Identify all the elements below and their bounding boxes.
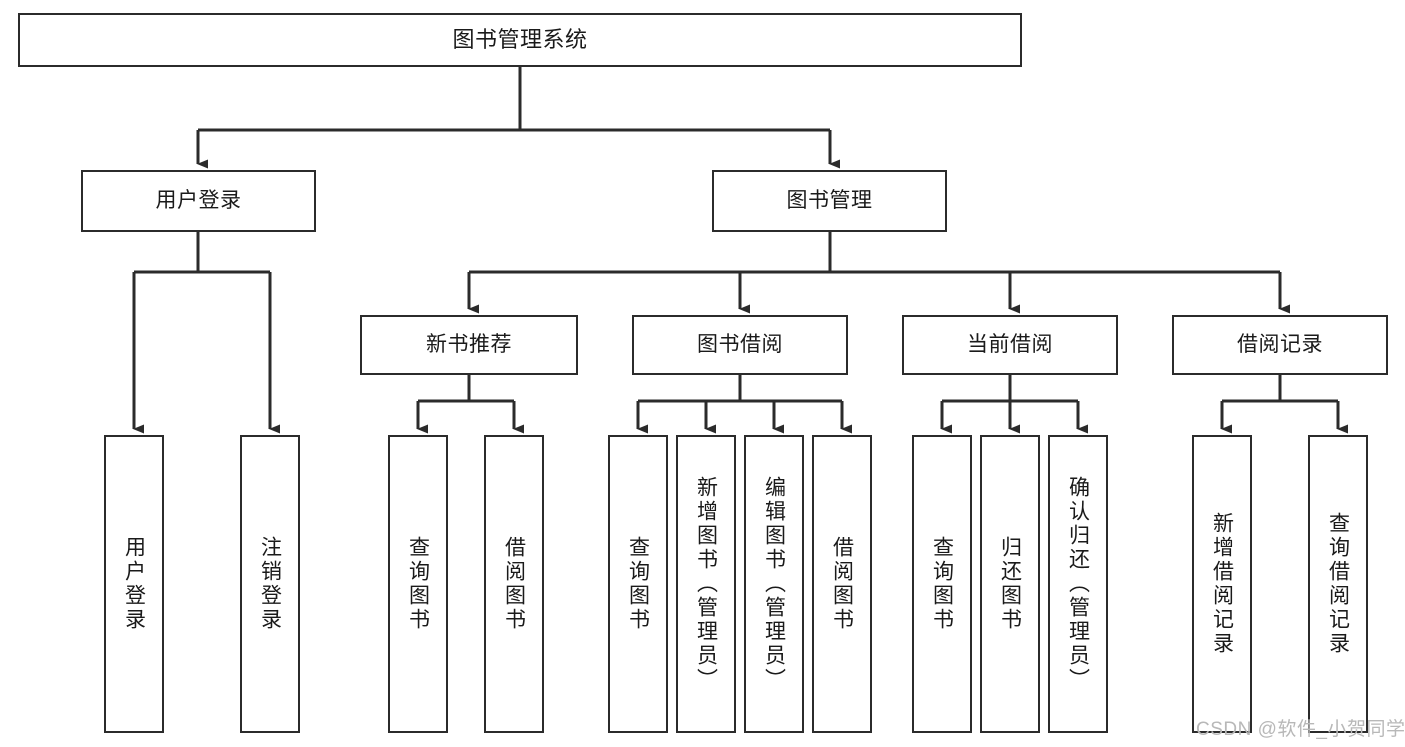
leaf-add-borrow-record[interactable]: 新增借阅记录	[1192, 435, 1252, 733]
node-label: 当前借阅	[967, 332, 1053, 356]
node-label: 确认归还（管理员）	[1066, 476, 1090, 692]
node-label: 新增借阅记录	[1210, 512, 1234, 656]
node-current-borrow[interactable]: 当前借阅	[902, 315, 1118, 375]
node-user-login[interactable]: 用户登录	[81, 170, 316, 232]
leaf-query-book-current[interactable]: 查询图书	[912, 435, 972, 733]
node-label: 图书借阅	[697, 332, 783, 356]
node-label: 新书推荐	[426, 332, 512, 356]
node-book-borrow[interactable]: 图书借阅	[632, 315, 848, 375]
node-book-management[interactable]: 图书管理	[712, 170, 947, 232]
node-label: 归还图书	[998, 536, 1022, 632]
node-label: 新增图书（管理员）	[694, 476, 718, 692]
node-label: 借阅图书	[502, 536, 526, 632]
leaf-query-book-recommend[interactable]: 查询图书	[388, 435, 448, 733]
node-label: 图书管理	[786, 188, 873, 212]
node-new-book-recommend[interactable]: 新书推荐	[360, 315, 578, 375]
node-label: 借阅图书	[830, 536, 854, 632]
node-label: 查询图书	[930, 536, 954, 632]
leaf-user-login[interactable]: 用户登录	[104, 435, 164, 733]
leaf-query-book-borrow[interactable]: 查询图书	[608, 435, 668, 733]
leaf-add-book-admin[interactable]: 新增图书（管理员）	[676, 435, 736, 733]
leaf-borrow-book-recommend[interactable]: 借阅图书	[484, 435, 544, 733]
node-borrow-records[interactable]: 借阅记录	[1172, 315, 1388, 375]
node-label: 查询图书	[626, 536, 650, 632]
node-label: 用户登录	[122, 536, 146, 632]
leaf-logout[interactable]: 注销登录	[240, 435, 300, 733]
csdn-watermark: CSDN @软件_小贺同学	[1196, 719, 1405, 740]
node-label: 用户登录	[155, 188, 242, 212]
leaf-return-book[interactable]: 归还图书	[980, 435, 1040, 733]
leaf-edit-book-admin[interactable]: 编辑图书（管理员）	[744, 435, 804, 733]
node-label: 查询借阅记录	[1326, 512, 1350, 656]
node-label: 编辑图书（管理员）	[762, 476, 786, 692]
node-label: 借阅记录	[1237, 332, 1323, 356]
leaf-query-borrow-record[interactable]: 查询借阅记录	[1308, 435, 1368, 733]
node-label: 图书管理系统	[452, 27, 588, 53]
node-label: 查询图书	[406, 536, 430, 632]
node-root-book-management-system[interactable]: 图书管理系统	[18, 13, 1022, 67]
leaf-confirm-return-admin[interactable]: 确认归还（管理员）	[1048, 435, 1108, 733]
node-label: 注销登录	[258, 536, 282, 632]
leaf-borrow-book[interactable]: 借阅图书	[812, 435, 872, 733]
